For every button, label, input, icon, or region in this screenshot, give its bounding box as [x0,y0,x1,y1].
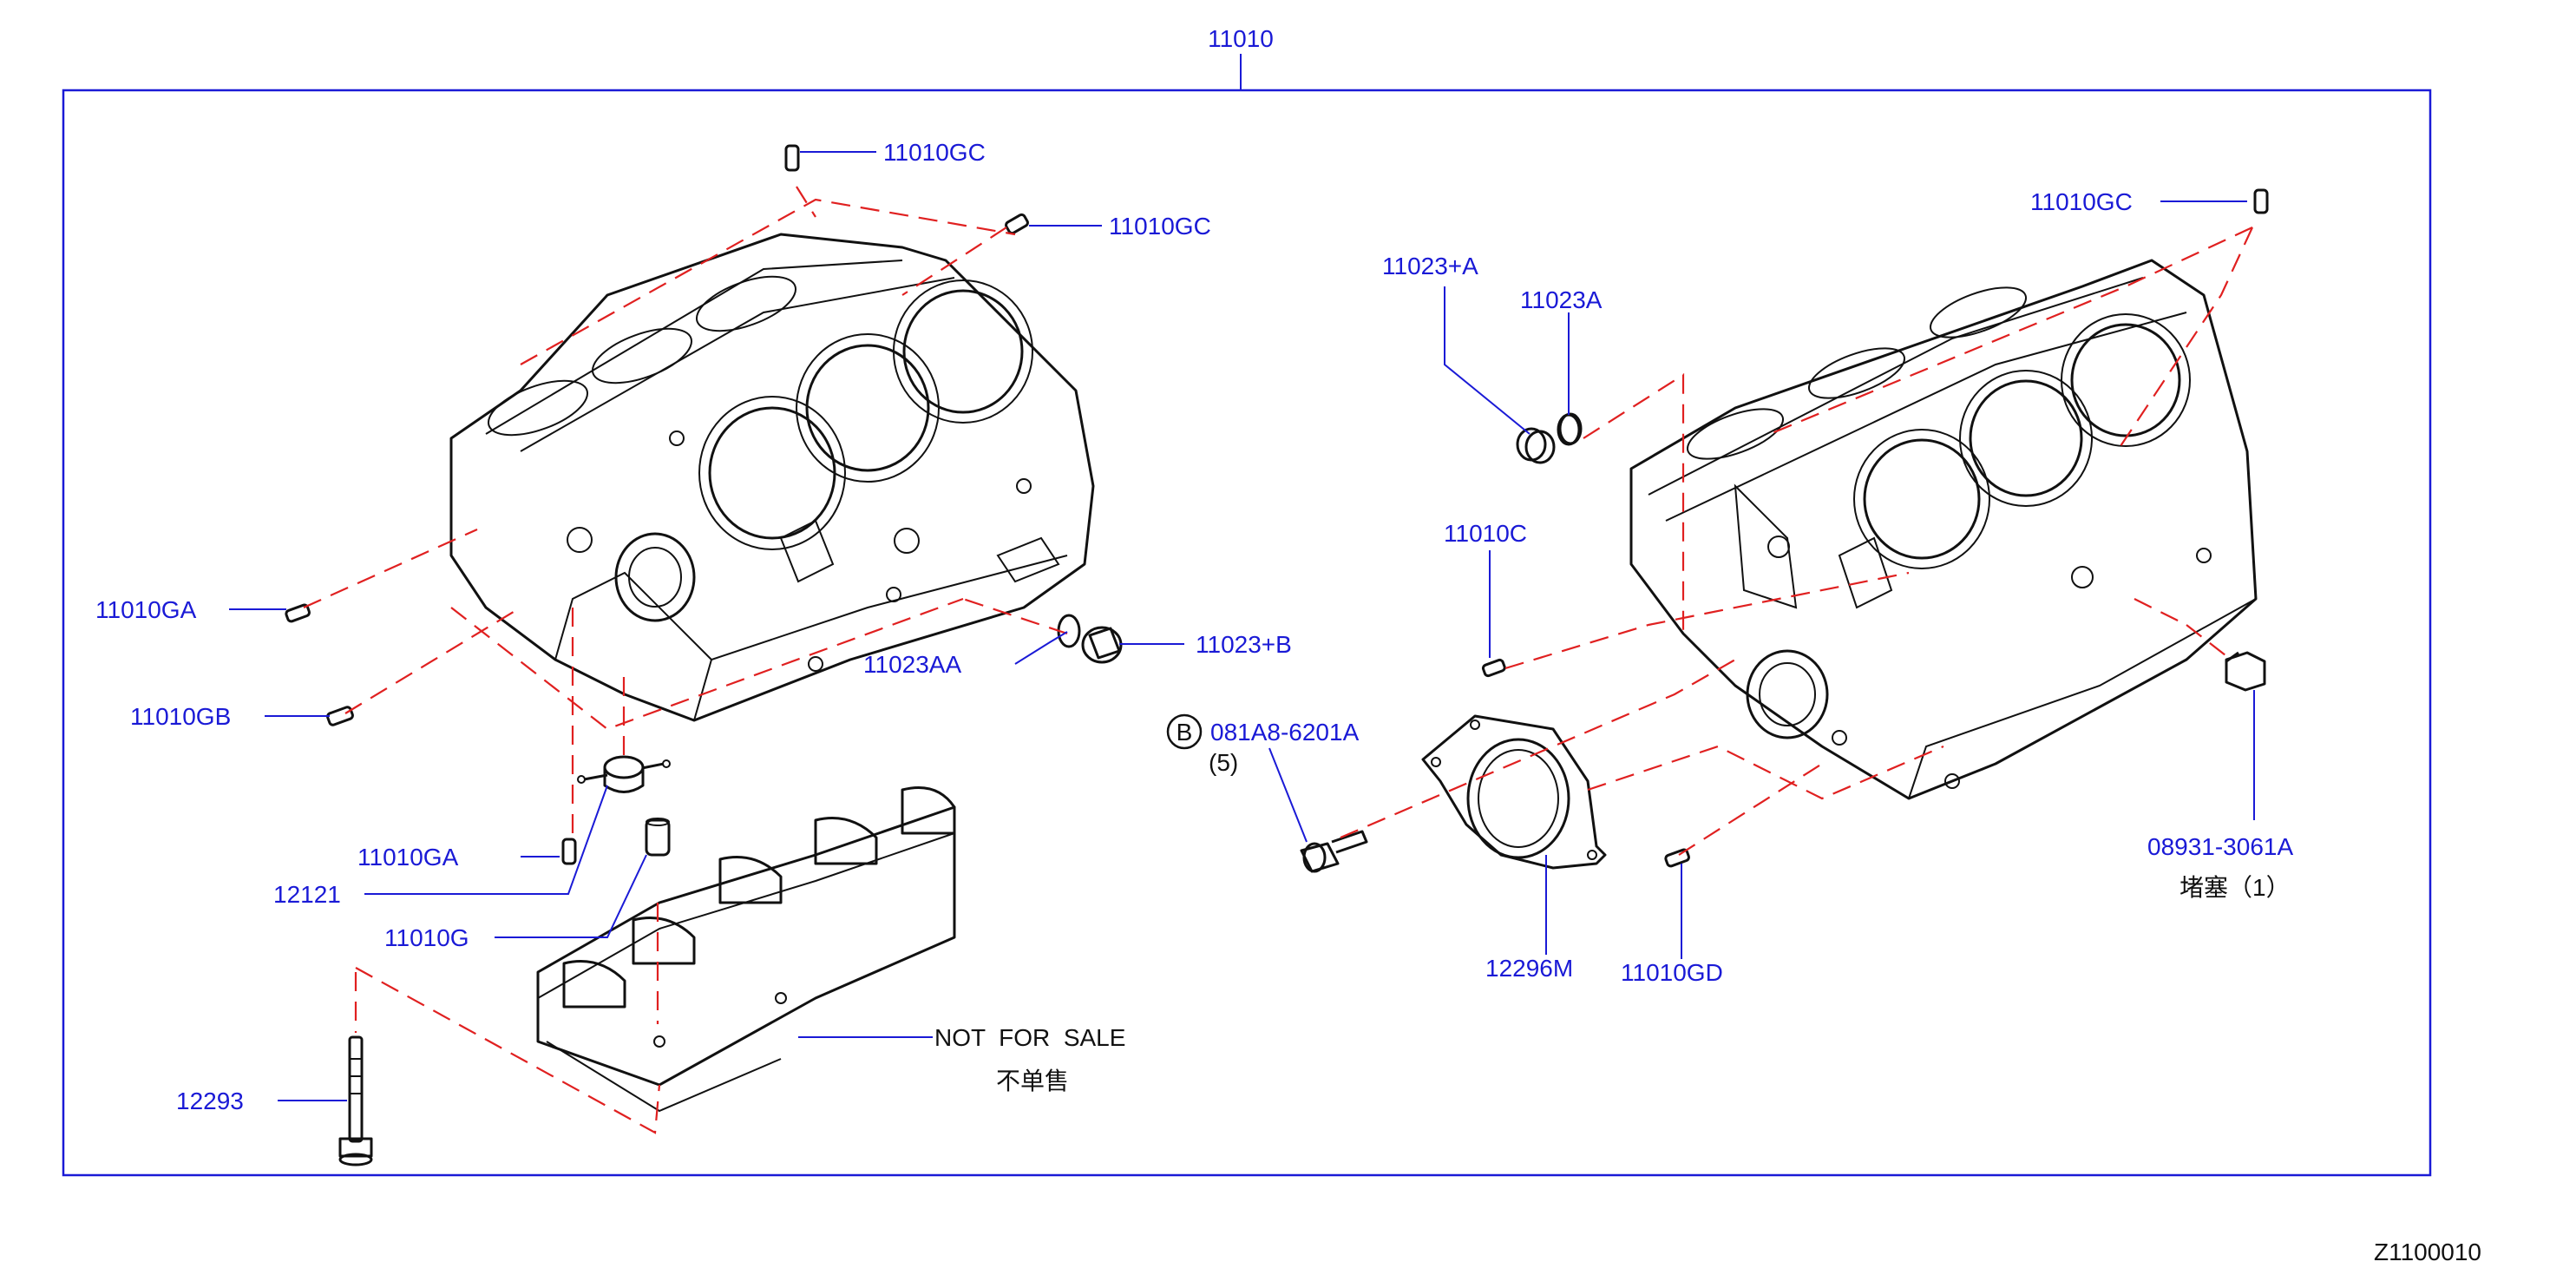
left-cylinder-block [449,233,1095,722]
right-phantom-lines [1340,227,2253,856]
right-cylinder-block [1629,259,2258,800]
rear-oil-seal [1421,714,1607,870]
part-label-11010c[interactable]: 11010C [1444,520,1527,547]
left-block-pins [285,144,1123,865]
not-for-sale-label-cn: 不单售 [996,1068,1069,1094]
part-label-11010g[interactable]: 11010G [384,924,469,951]
bolt-callout[interactable]: B 081A8-6201A (5) [1166,713,1360,776]
blind-plug-upper [1524,413,1581,464]
cylinder-bore [1969,379,2083,497]
oil-jet [577,755,671,793]
cylinder-bore [2070,323,2181,437]
cylinder-bore [805,344,930,472]
assembly-frame [62,89,2432,1177]
cylinder-bore [1863,438,1981,560]
part-label-12293[interactable]: 12293 [176,1088,244,1114]
flange-bolt [1300,830,1368,873]
not-for-sale-label: NOT FOR SALE [934,1024,1125,1051]
part-label-11010gb[interactable]: 11010GB [130,703,231,730]
part-label-11010gc-right[interactable]: 11010GC [2030,188,2133,215]
part-label-11010ga-upper[interactable]: 11010GA [95,596,197,623]
diagram-code: Z1100010 [2374,1239,2481,1265]
part-label-11010gc-left[interactable]: 11010GC [1109,213,1211,240]
bolt-quantity: (5) [1209,749,1238,776]
part-label-12296m[interactable]: 12296M [1485,955,1573,982]
plug-label-cn: 堵塞（1） [2179,874,2291,901]
part-label-11023aa[interactable]: 11023AA [863,651,961,678]
leader-lines [229,151,2255,1101]
part-label-11010gd[interactable]: 11010GD [1621,959,1723,986]
part-label-11010gc-left-top[interactable]: 11010GC [883,139,986,166]
part-label-12121[interactable]: 12121 [273,881,341,908]
main-cap-bolt [338,1035,373,1166]
blind-plug-lower [1088,627,1121,660]
bolt-code-circle [1166,713,1203,750]
cylinder-bore [902,289,1024,414]
bolt-code-letter: B [1177,719,1193,746]
part-label-081a8-6201a[interactable]: 081A8-6201A [1210,719,1360,746]
drain-plug [2225,651,2266,692]
cylinder-bore [708,406,836,540]
part-label-11023-plus-a[interactable]: 11023+A [1382,253,1478,279]
hollow-dowel [645,818,671,857]
main-bearing-cap [536,786,956,1113]
part-label-11023-plus-b[interactable]: 11023+B [1196,631,1292,658]
part-label-08931-3061a[interactable]: 08931-3061A [2147,833,2293,860]
part-label-11010ga-lower[interactable]: 11010GA [357,844,459,871]
part-label-11023a[interactable]: 11023A [1520,286,1603,313]
left-phantom-lines [303,186,1068,1134]
assembly-number[interactable]: 11010 [1208,25,1274,52]
